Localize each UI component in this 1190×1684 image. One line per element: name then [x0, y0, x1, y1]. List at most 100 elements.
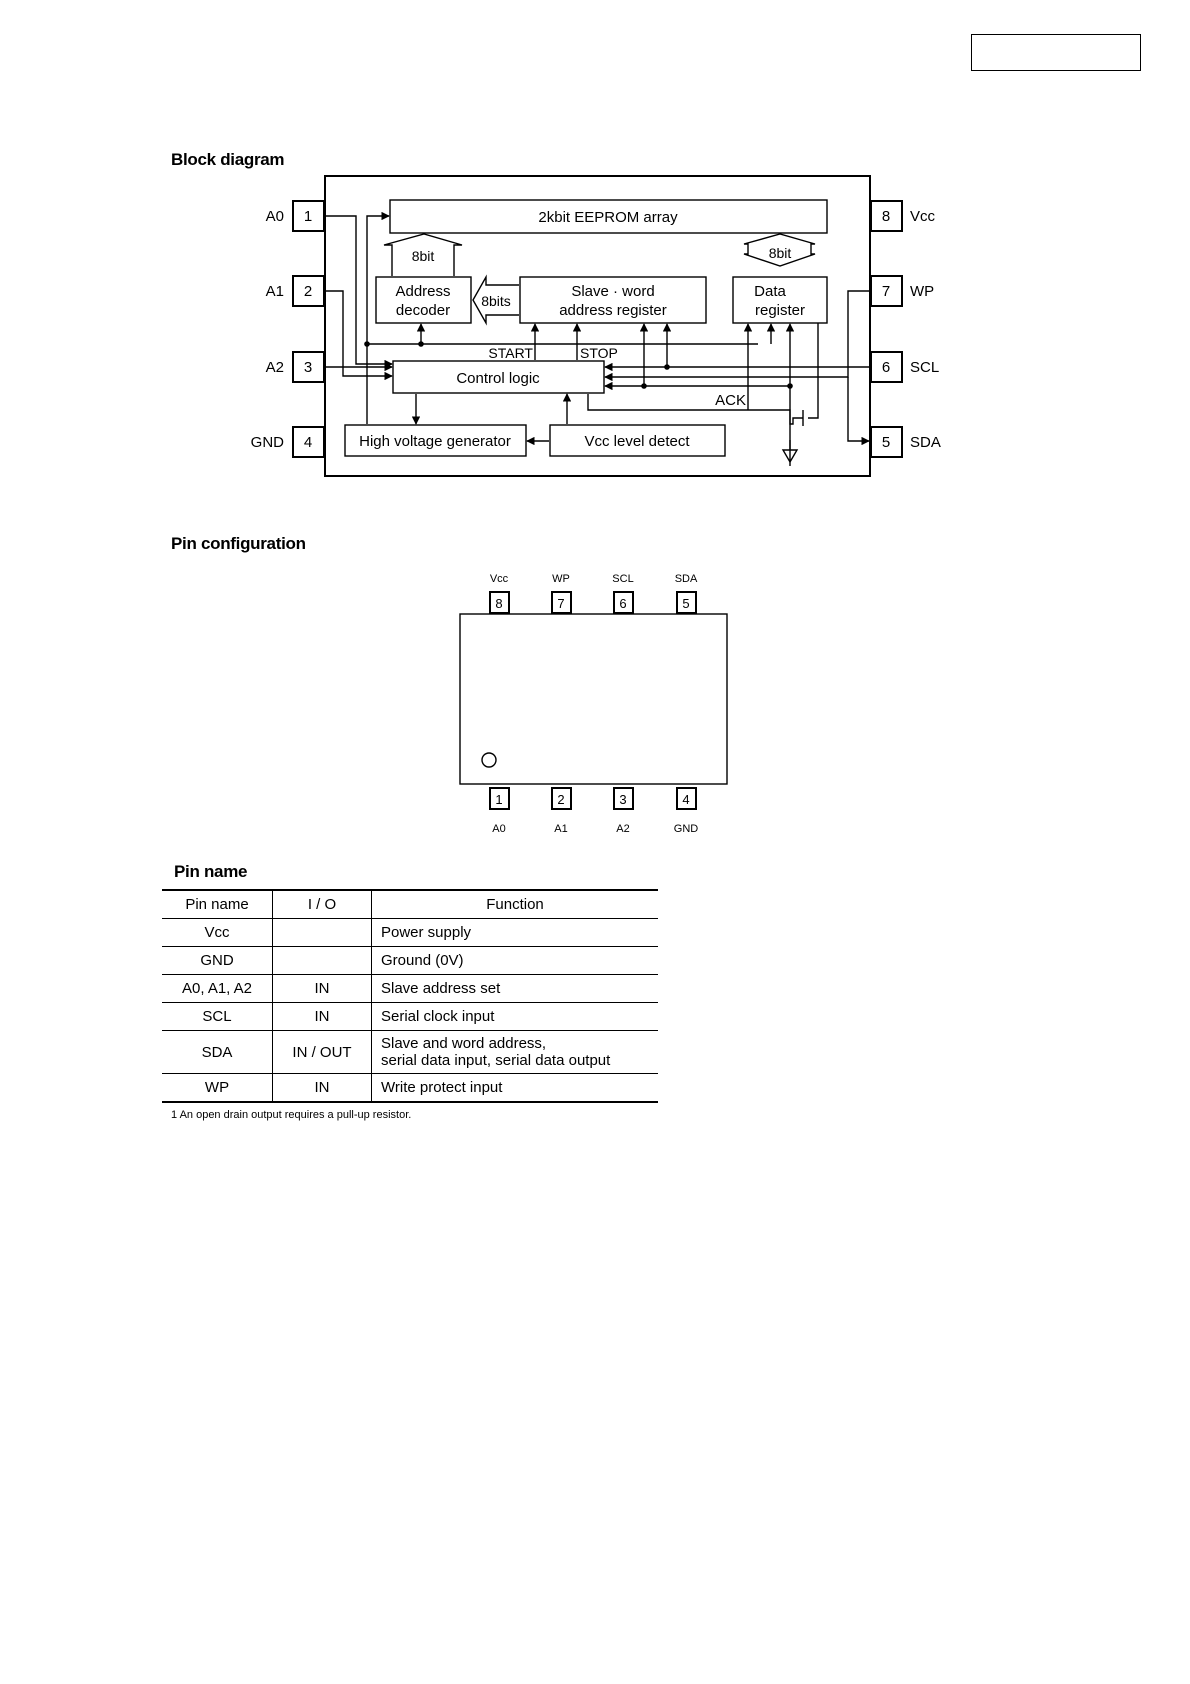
pin-name-left-2: A1	[266, 283, 284, 300]
table-row: Vcc Power supply	[162, 918, 658, 947]
high-voltage-generator-block	[344, 424, 527, 457]
cell-function: Power supply	[371, 918, 658, 947]
pin-name-left-4: GND	[251, 434, 285, 451]
start-label: START	[488, 345, 533, 361]
cell-function: Write protect input	[371, 1073, 658, 1103]
chip-outline	[324, 175, 871, 477]
bottom-pin-name-2: A1	[554, 823, 567, 835]
address-decoder-block	[375, 276, 472, 324]
top-pin-box-8	[489, 591, 510, 614]
pin-box-4	[292, 426, 325, 458]
bus-8bit-left-label: 8bit	[412, 248, 435, 264]
top-pin-name-6: SCL	[612, 573, 633, 585]
cell-function: Slave address set	[371, 974, 658, 1003]
header-pin-name: Pin name	[162, 889, 273, 919]
pin-name-right-5: SDA	[910, 434, 941, 451]
block-diagram: A0 1 A1 2 A2 3 GND 4 8 Vcc 7 WP 6 SCL 5 …	[251, 175, 941, 477]
cell-function: Slave and word address, serial data inpu…	[371, 1030, 658, 1074]
slave-word-label-1: Slave · word	[571, 283, 654, 300]
pin-name-table: Pin name I / O Function Vcc Power supply…	[162, 889, 658, 1103]
bus-8bits-label: 8bits	[481, 293, 511, 309]
corner-box	[971, 34, 1141, 71]
pin-num-right-8: 8	[882, 208, 890, 225]
cell-io: IN	[272, 974, 372, 1003]
bottom-pin-num-4: 4	[682, 792, 689, 807]
cell-io: IN	[272, 1002, 372, 1031]
cell-function-line-2: serial data input, serial data output	[381, 1052, 611, 1069]
stop-label: STOP	[580, 345, 618, 361]
pin-name-left-1: A0	[266, 208, 284, 225]
bus-8bit-right	[743, 233, 816, 267]
pin-num-left-3: 3	[304, 359, 312, 376]
top-pin-box-6	[613, 591, 634, 614]
header-function: Function	[371, 889, 658, 919]
footnote: 1 An open drain output requires a pull-u…	[171, 1109, 412, 1121]
hv-gen-label: High voltage generator	[359, 433, 511, 450]
cell-io	[272, 946, 372, 975]
top-pin-box-7	[551, 591, 572, 614]
data-register-block	[732, 276, 828, 324]
pin-name-right-7: WP	[910, 283, 934, 300]
bottom-pin-box-3	[613, 787, 634, 810]
cell-pin: GND	[162, 946, 273, 975]
table-header-row: Pin name I / O Function	[162, 889, 658, 919]
bottom-pin-num-3: 3	[619, 792, 626, 807]
table-row: GND Ground (0V)	[162, 946, 658, 975]
control-logic-block	[392, 360, 605, 394]
top-pin-num-7: 7	[557, 596, 564, 611]
pin-name-left-3: A2	[266, 359, 284, 376]
bottom-pin-box-2	[551, 787, 572, 810]
cell-io: IN	[272, 1073, 372, 1103]
header-io: I / O	[272, 889, 372, 919]
block-diagram-title: Block diagram	[171, 150, 285, 169]
bottom-pin-name-1: A0	[492, 823, 505, 835]
pin1-marker	[481, 752, 497, 768]
pin-num-left-4: 4	[304, 434, 312, 451]
vcc-detect-label: Vcc level detect	[584, 433, 690, 450]
ack-label: ACK	[715, 392, 746, 409]
pin-num-right-7: 7	[882, 283, 890, 300]
bottom-pin-box-1	[489, 787, 510, 810]
bottom-pin-num-2: 2	[557, 792, 564, 807]
eeprom-block	[389, 199, 828, 234]
pin-num-left-1: 1	[304, 208, 312, 225]
cell-pin: SCL	[162, 1002, 273, 1031]
bottom-pin-name-3: A2	[616, 823, 629, 835]
bus-8bits	[472, 274, 519, 326]
top-pin-num-5: 5	[682, 596, 689, 611]
top-pin-num-8: 8	[495, 596, 502, 611]
bottom-pin-name-4: GND	[674, 823, 699, 835]
cell-function: Serial clock input	[371, 1002, 658, 1031]
cell-pin: A0, A1, A2	[162, 974, 273, 1003]
package-body	[459, 613, 728, 785]
pin-box-6	[870, 351, 903, 383]
vcc-level-detect-block	[549, 424, 726, 457]
table-row: A0, A1, A2 IN Slave address set	[162, 974, 658, 1003]
top-pin-num-6: 6	[619, 596, 626, 611]
cell-function-line-1: Slave and word address,	[381, 1035, 547, 1052]
cell-pin: Vcc	[162, 918, 273, 947]
table-row: SCL IN Serial clock input	[162, 1002, 658, 1031]
top-pin-name-8: Vcc	[490, 573, 509, 585]
pin-num-left-2: 2	[304, 283, 312, 300]
pin-num-right-5: 5	[882, 434, 890, 451]
pin-config-title: Pin configuration	[171, 534, 306, 553]
pin-num-right-6: 6	[882, 359, 890, 376]
top-pin-box-5	[676, 591, 697, 614]
bus-8bit-right-label: 8bit	[769, 245, 792, 261]
control-logic-label: Control logic	[456, 370, 540, 387]
top-pin-name-5: SDA	[675, 573, 698, 585]
eeprom-label: 2kbit EEPROM array	[538, 209, 678, 226]
pin-name-right-8: Vcc	[910, 208, 936, 225]
table-row: SDA IN / OUT Slave and word address, ser…	[162, 1030, 658, 1074]
data-register-label-1: Data	[754, 283, 786, 300]
pin-box-7	[870, 275, 903, 307]
pin-config-diagram: Vcc WP SCL SDA A0 A1 A2 GND 8 7 6 5 1 2 …	[459, 573, 728, 835]
top-pin-name-7: WP	[552, 573, 570, 585]
bottom-pin-box-4	[676, 787, 697, 810]
cell-pin: WP	[162, 1073, 273, 1103]
pin-box-8	[870, 200, 903, 232]
pin-name-title: Pin name	[174, 862, 248, 881]
bottom-pin-num-1: 1	[495, 792, 502, 807]
data-register-label-2: register	[755, 302, 805, 319]
